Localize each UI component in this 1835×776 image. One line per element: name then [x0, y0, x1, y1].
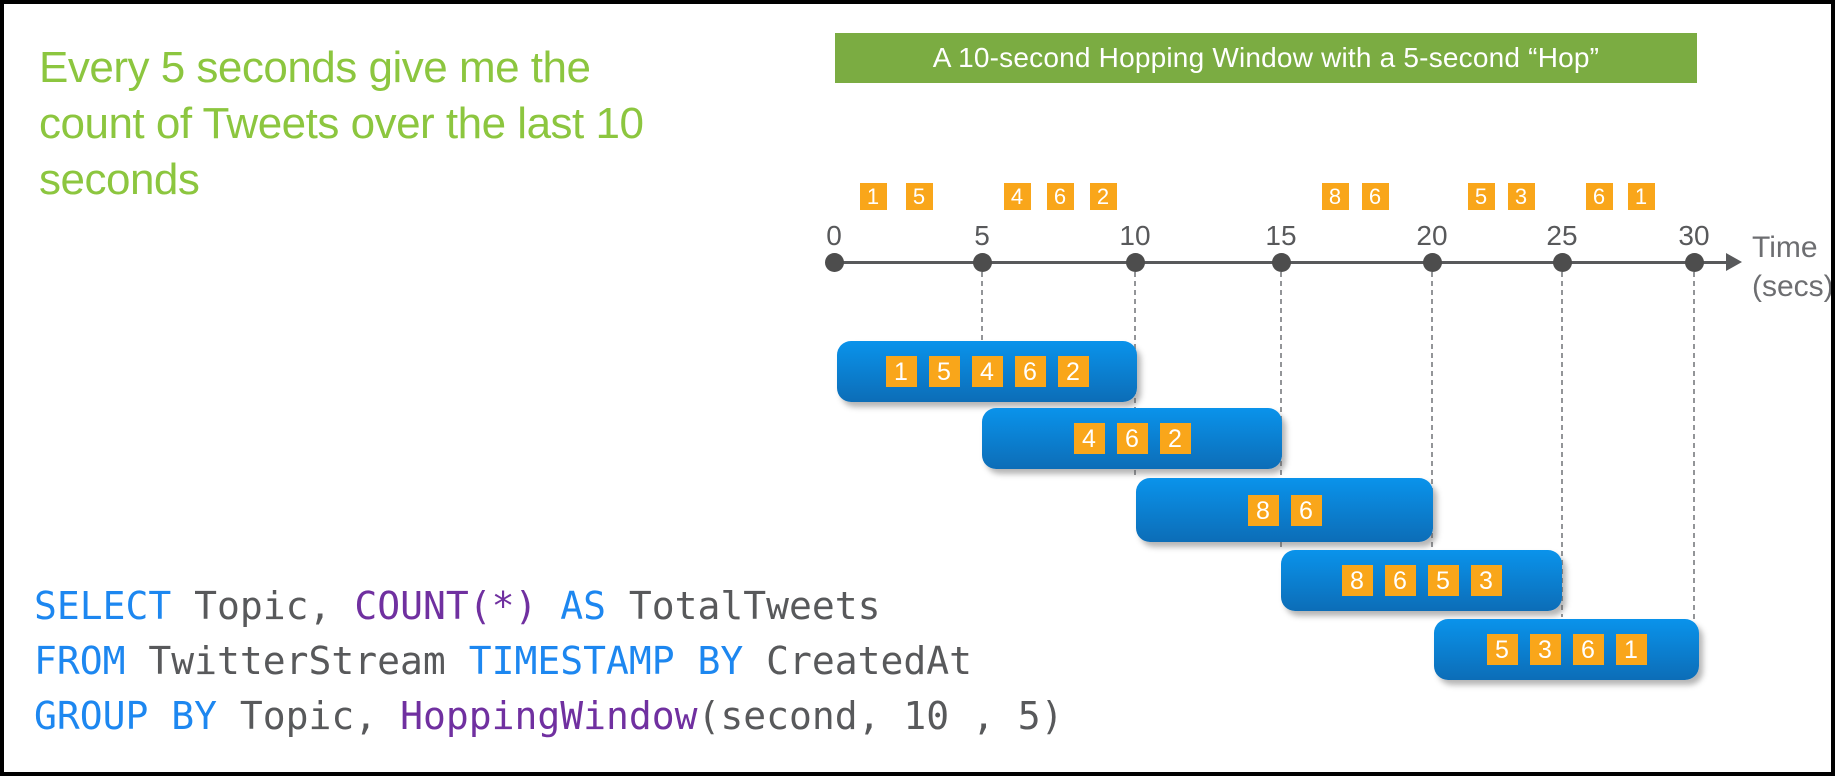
tick-label: 15 — [1265, 220, 1297, 251]
window-event-box: 6 — [1572, 634, 1604, 665]
window-event-box: 5 — [928, 356, 960, 387]
event-box: 5 — [905, 183, 933, 210]
tick-label: 25 — [1546, 220, 1578, 251]
dashed-guide — [981, 272, 983, 341]
event-box: 5 — [1467, 183, 1495, 210]
code-token-fn: COUNT(*) — [354, 584, 538, 628]
code-line: FROM TwitterStream TIMESTAMP BY CreatedA… — [34, 634, 1064, 689]
code-token-id: Topic, — [217, 694, 401, 738]
tick-label: 20 — [1416, 220, 1448, 251]
code-token-id: TotalTweets — [628, 584, 881, 628]
window-event-box: 6 — [1014, 356, 1046, 387]
event-box: 6 — [1361, 183, 1389, 210]
tick-label: 10 — [1119, 220, 1151, 251]
window-event-box: 8 — [1247, 494, 1279, 526]
tick-label: 5 — [974, 220, 990, 251]
dashed-guide — [1280, 272, 1282, 550]
event-box: 2 — [1089, 183, 1117, 210]
tick-dot — [1684, 252, 1704, 272]
title-banner: A 10-second Hopping Window with a 5-seco… — [835, 33, 1697, 83]
window-event-box: 3 — [1470, 565, 1502, 596]
event-box: 6 — [1585, 183, 1613, 210]
window-event-box: 2 — [1159, 423, 1191, 454]
window-event-box: 4 — [1073, 423, 1105, 454]
dashed-guide — [1431, 272, 1433, 550]
tick-dot — [972, 252, 992, 272]
event-box: 1 — [859, 183, 887, 210]
window-event-box: 3 — [1529, 634, 1561, 665]
time-axis-label-line2: (secs) — [1752, 270, 1834, 303]
code-token-kw: GROUP BY — [34, 694, 218, 738]
window-event-box: 2 — [1057, 356, 1089, 387]
headline-line: Every 5 seconds give me the — [39, 43, 591, 92]
title-banner-label: A 10-second Hopping Window with a 5-seco… — [932, 42, 1600, 73]
event-box: 4 — [1003, 183, 1031, 210]
tick-dot — [1125, 252, 1145, 272]
code-token-kw: FROM — [34, 639, 126, 683]
window-event-box: 8 — [1341, 565, 1373, 596]
tick-dot — [1422, 252, 1442, 272]
window-event-box: 6 — [1290, 494, 1322, 526]
dashed-guide — [1561, 272, 1563, 617]
window-event-box: 1 — [1615, 634, 1647, 665]
time-axis-arrow-icon — [1726, 253, 1742, 271]
event-box: 8 — [1321, 183, 1349, 210]
window-event-box: 1 — [885, 356, 917, 387]
tick-dot — [1271, 252, 1291, 272]
tick-label: 30 — [1678, 220, 1710, 251]
headline-line: seconds — [39, 155, 200, 204]
window-event-box: 4 — [971, 356, 1003, 387]
code-line: SELECT Topic, COUNT(*) AS TotalTweets — [34, 579, 1064, 634]
code-token-id: Topic, — [171, 584, 355, 628]
code-token-id: TwitterStream — [125, 639, 469, 683]
event-box: 3 — [1507, 183, 1535, 210]
code-token-kw: SELECT — [34, 584, 172, 628]
headline: Every 5 seconds give me the count of Twee… — [39, 40, 644, 208]
time-axis-label-line1: Time — [1752, 231, 1818, 264]
code-token-kw: AS — [537, 584, 629, 628]
window-event-box: 5 — [1486, 634, 1518, 665]
event-box: 6 — [1046, 183, 1074, 210]
tick-dot — [1552, 252, 1572, 272]
tick-dot — [824, 252, 844, 272]
window-event-box: 5 — [1427, 565, 1459, 596]
window-event-box: 6 — [1116, 423, 1148, 454]
code-token-fn: HoppingWindow — [400, 694, 698, 738]
code-token-id: (second, 10 , 5) — [697, 694, 1064, 738]
dashed-guide — [1693, 272, 1695, 636]
event-box: 1 — [1627, 183, 1655, 210]
tick-label: 0 — [826, 220, 842, 251]
headline-line: count of Tweets over the last 10 — [39, 99, 644, 148]
time-axis-label: Time (secs) — [1752, 228, 1834, 306]
code-token-kw: TIMESTAMP BY — [468, 639, 744, 683]
code-line: GROUP BY Topic, HoppingWindow(second, 10… — [34, 689, 1064, 744]
window-event-box: 6 — [1384, 565, 1416, 596]
code-token-id: CreatedAt — [743, 639, 973, 683]
